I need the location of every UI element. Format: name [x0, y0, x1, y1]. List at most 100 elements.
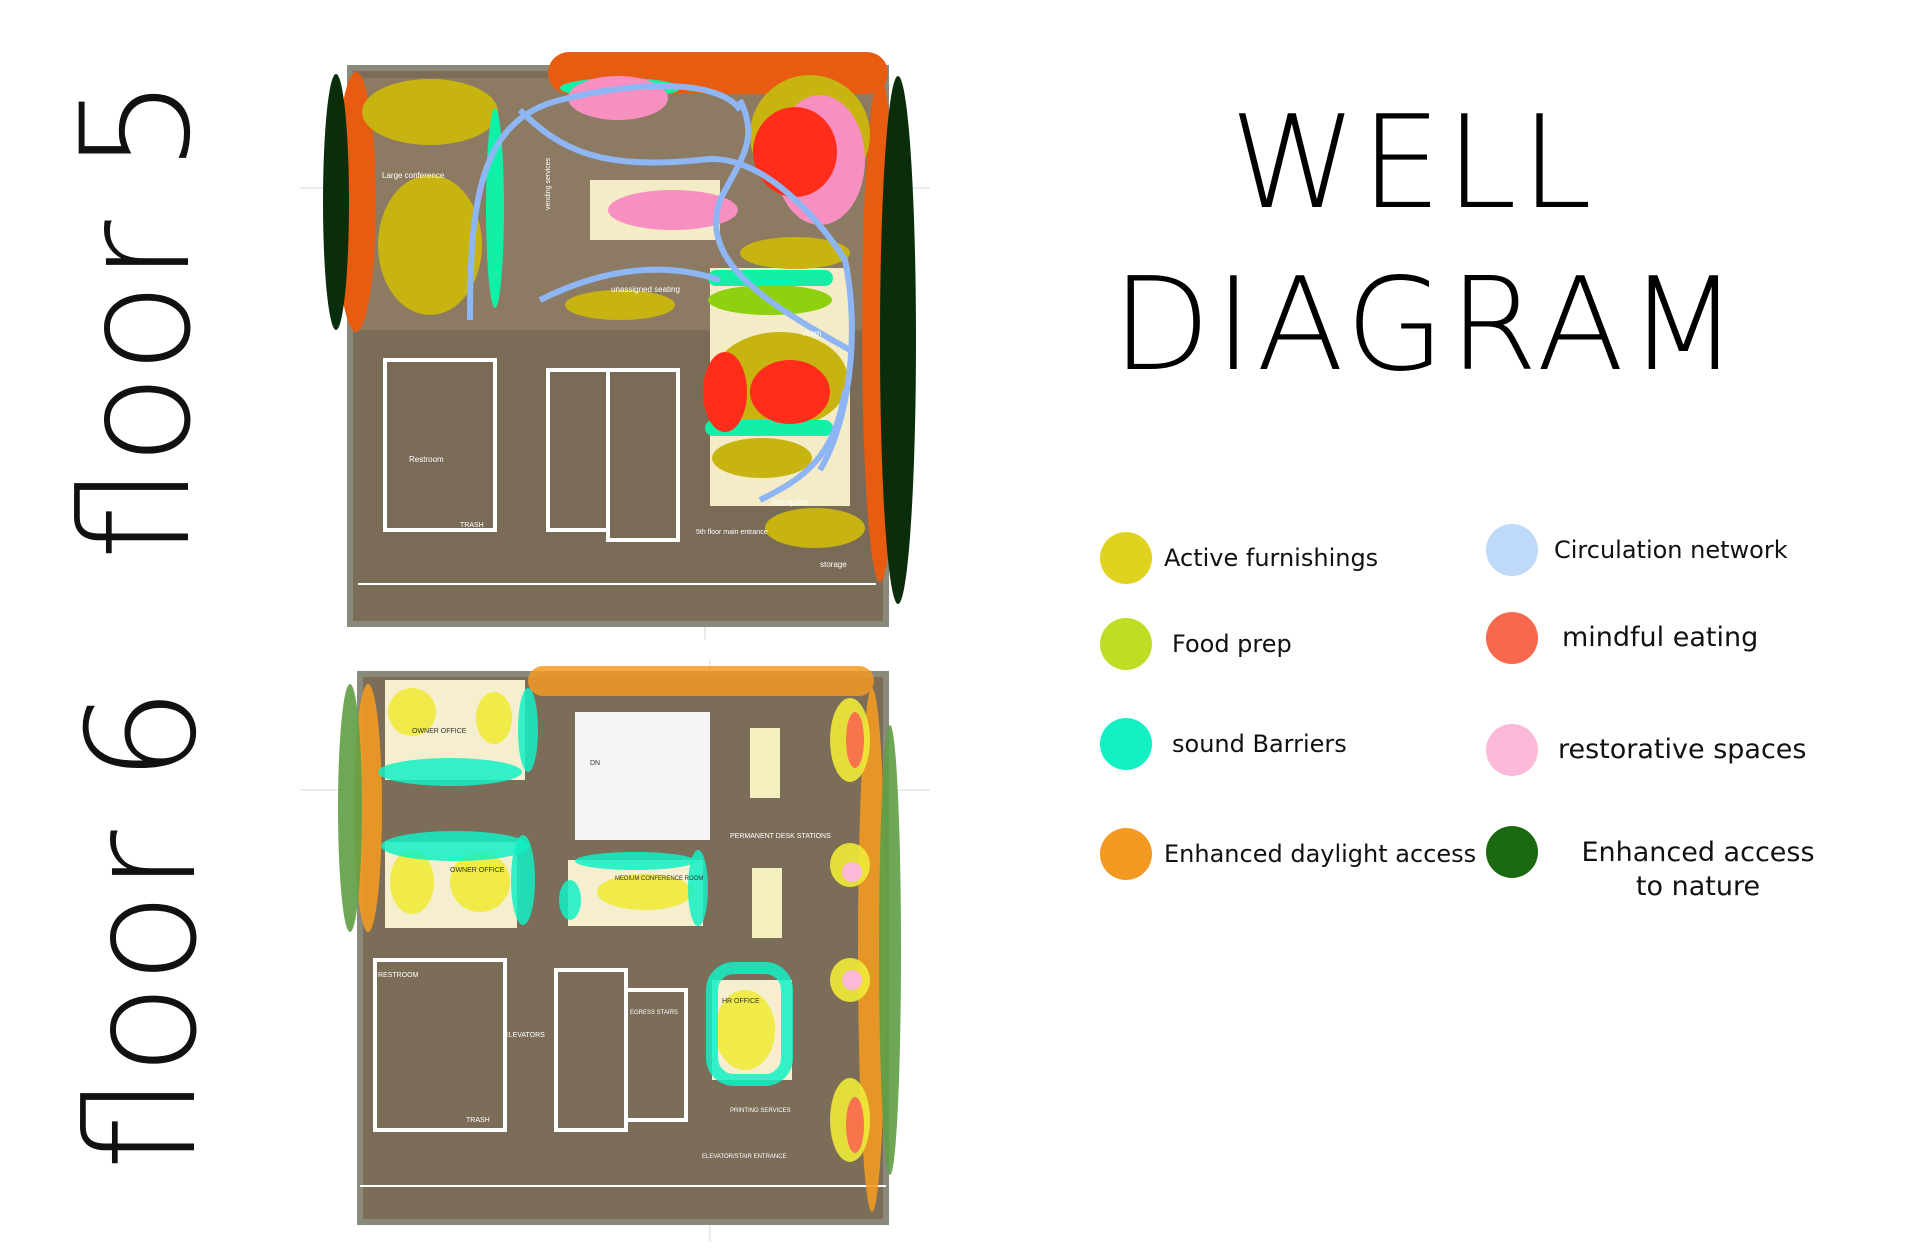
floor-5-label: floor 5 — [50, 77, 224, 560]
active-furnishing — [362, 79, 498, 145]
restroom-label: RESTROOM — [378, 972, 419, 979]
dn-label: DN — [590, 760, 600, 767]
active-furnishing — [450, 852, 510, 912]
restorative-spaces-swatch — [1486, 724, 1538, 776]
sound-barrier — [378, 758, 522, 786]
enhanced-daylight-swatch — [1100, 828, 1152, 880]
trash-label: TRASH — [466, 1117, 490, 1124]
owner-office-1-label: OWNER OFFICE — [412, 728, 467, 735]
legend-circulation-network: Circulation network — [1486, 524, 1788, 576]
active-furnishing — [597, 874, 693, 910]
title-line-1: WELL — [1230, 89, 1597, 238]
mindful-eating-zone — [750, 360, 830, 424]
permanent-desk-label: PERMANENT DESK STATIONS — [730, 833, 831, 840]
circulation-path — [538, 266, 721, 303]
legend-restorative-spaces: restorative spaces — [1486, 724, 1806, 776]
restorative-space — [842, 970, 862, 990]
active-furnishing — [715, 990, 775, 1070]
legend-enhanced-nature: Enhanced access to nature — [1486, 826, 1828, 904]
elevator-entrance-label: ELEVATOR/STAIR ENTRANCE — [702, 1154, 787, 1160]
legend-enhanced-daylight: Enhanced daylight access — [1100, 828, 1476, 880]
unassigned-label: unassigned seating — [611, 285, 680, 294]
owner-office-2-label: OWNER OFFICE — [450, 867, 505, 874]
nature-left — [338, 684, 362, 932]
mindful-eating-zone — [846, 712, 864, 768]
elevators-label: ELEVATORS — [504, 1032, 545, 1039]
active-furnishing — [740, 237, 850, 269]
nature-right — [880, 76, 916, 604]
mindful-eating-swatch — [1486, 612, 1538, 664]
food-prep-swatch — [1100, 618, 1152, 670]
restorative-space — [568, 76, 668, 120]
egress-label: EGRESS STAIRS — [630, 1010, 678, 1016]
restroom-label: Restroom — [409, 455, 444, 464]
egress-walls — [624, 988, 688, 1122]
stair-walls — [606, 368, 680, 542]
active-furnishing — [765, 508, 865, 548]
legend-label: Circulation network — [1554, 536, 1788, 564]
daylight-right — [858, 688, 886, 1212]
legend-label: Enhanced access to nature — [1581, 837, 1815, 902]
active-furnishing — [378, 175, 482, 315]
mindful-eating-zone — [753, 107, 837, 197]
active-furnishings-swatch — [1100, 532, 1152, 584]
legend-label: Food prep — [1172, 630, 1292, 658]
active-furnishing — [388, 688, 436, 736]
nature-right — [879, 725, 901, 1175]
active-furnishing — [390, 850, 434, 914]
desk-cluster — [752, 868, 782, 938]
legend-label: Enhanced daylight access — [1164, 840, 1477, 868]
title-line-2: DIAGRAM — [1112, 251, 1743, 400]
legend-label: mindful eating — [1562, 622, 1759, 654]
nature-left — [323, 74, 349, 330]
circulation-path — [467, 83, 743, 321]
floor-5-plan: Large conference vending services unassi… — [300, 52, 930, 640]
desk-cluster — [750, 728, 780, 798]
circulation-path — [713, 98, 852, 353]
room-label: room — [803, 329, 822, 338]
restorative-space — [608, 190, 738, 230]
active-furnishing — [712, 438, 812, 478]
legend-label: Active furnishings — [1164, 544, 1379, 572]
daylight-left — [354, 684, 382, 932]
printing-label: PRINTING SERVICES — [730, 1108, 791, 1114]
sound-barrier — [518, 688, 538, 772]
legend-food-prep: Food prep — [1100, 618, 1292, 670]
mindful-eating-zone — [846, 1097, 864, 1153]
legend-active-furnishings: Active furnishings — [1100, 532, 1378, 584]
hr-office-label: HR OFFICE — [722, 998, 760, 1005]
active-furnishing — [565, 290, 675, 320]
stair-area — [575, 712, 710, 840]
sound-barrier — [575, 852, 695, 870]
large-conference-label: Large conference — [382, 171, 445, 180]
enhanced-nature-swatch — [1486, 826, 1538, 878]
sound-barrier — [511, 835, 535, 925]
legend-sound-barriers: sound Barriers — [1100, 718, 1347, 770]
mindful-eating-zone — [703, 352, 747, 432]
active-furnishing — [476, 692, 512, 744]
sound-barrier — [708, 270, 833, 286]
circulation-path — [517, 107, 855, 472]
legend-label: restorative spaces — [1558, 734, 1807, 766]
circulation-path — [758, 389, 848, 503]
sound-barrier — [706, 962, 793, 1086]
medium-conference-label: MEDIUM CONFERENCE ROOM — [615, 876, 703, 882]
sound-barrier — [688, 850, 708, 926]
restroom-walls — [383, 358, 497, 532]
main-entrance-label: 5th floor main entrance — [696, 529, 768, 536]
floor-6-plan: OWNER OFFICE OWNER OFFICE DN PERMANENT D… — [300, 660, 930, 1242]
storage-label: storage — [820, 560, 847, 569]
restroom-walls — [373, 958, 507, 1132]
daylight-top — [528, 666, 874, 696]
trash-label: TRASH — [460, 522, 484, 529]
sound-barriers-swatch — [1100, 718, 1152, 770]
circulation-network-swatch — [1486, 524, 1538, 576]
sound-barrier — [381, 831, 529, 861]
vending-label: vending services — [545, 157, 552, 210]
reception-label: Reception — [772, 498, 808, 507]
sound-barrier — [559, 880, 581, 920]
legend-mindful-eating: mindful eating — [1486, 612, 1758, 664]
legend-label: sound Barriers — [1172, 730, 1347, 758]
floor-6-label: floor 6 — [56, 687, 230, 1170]
restorative-space — [842, 862, 862, 882]
